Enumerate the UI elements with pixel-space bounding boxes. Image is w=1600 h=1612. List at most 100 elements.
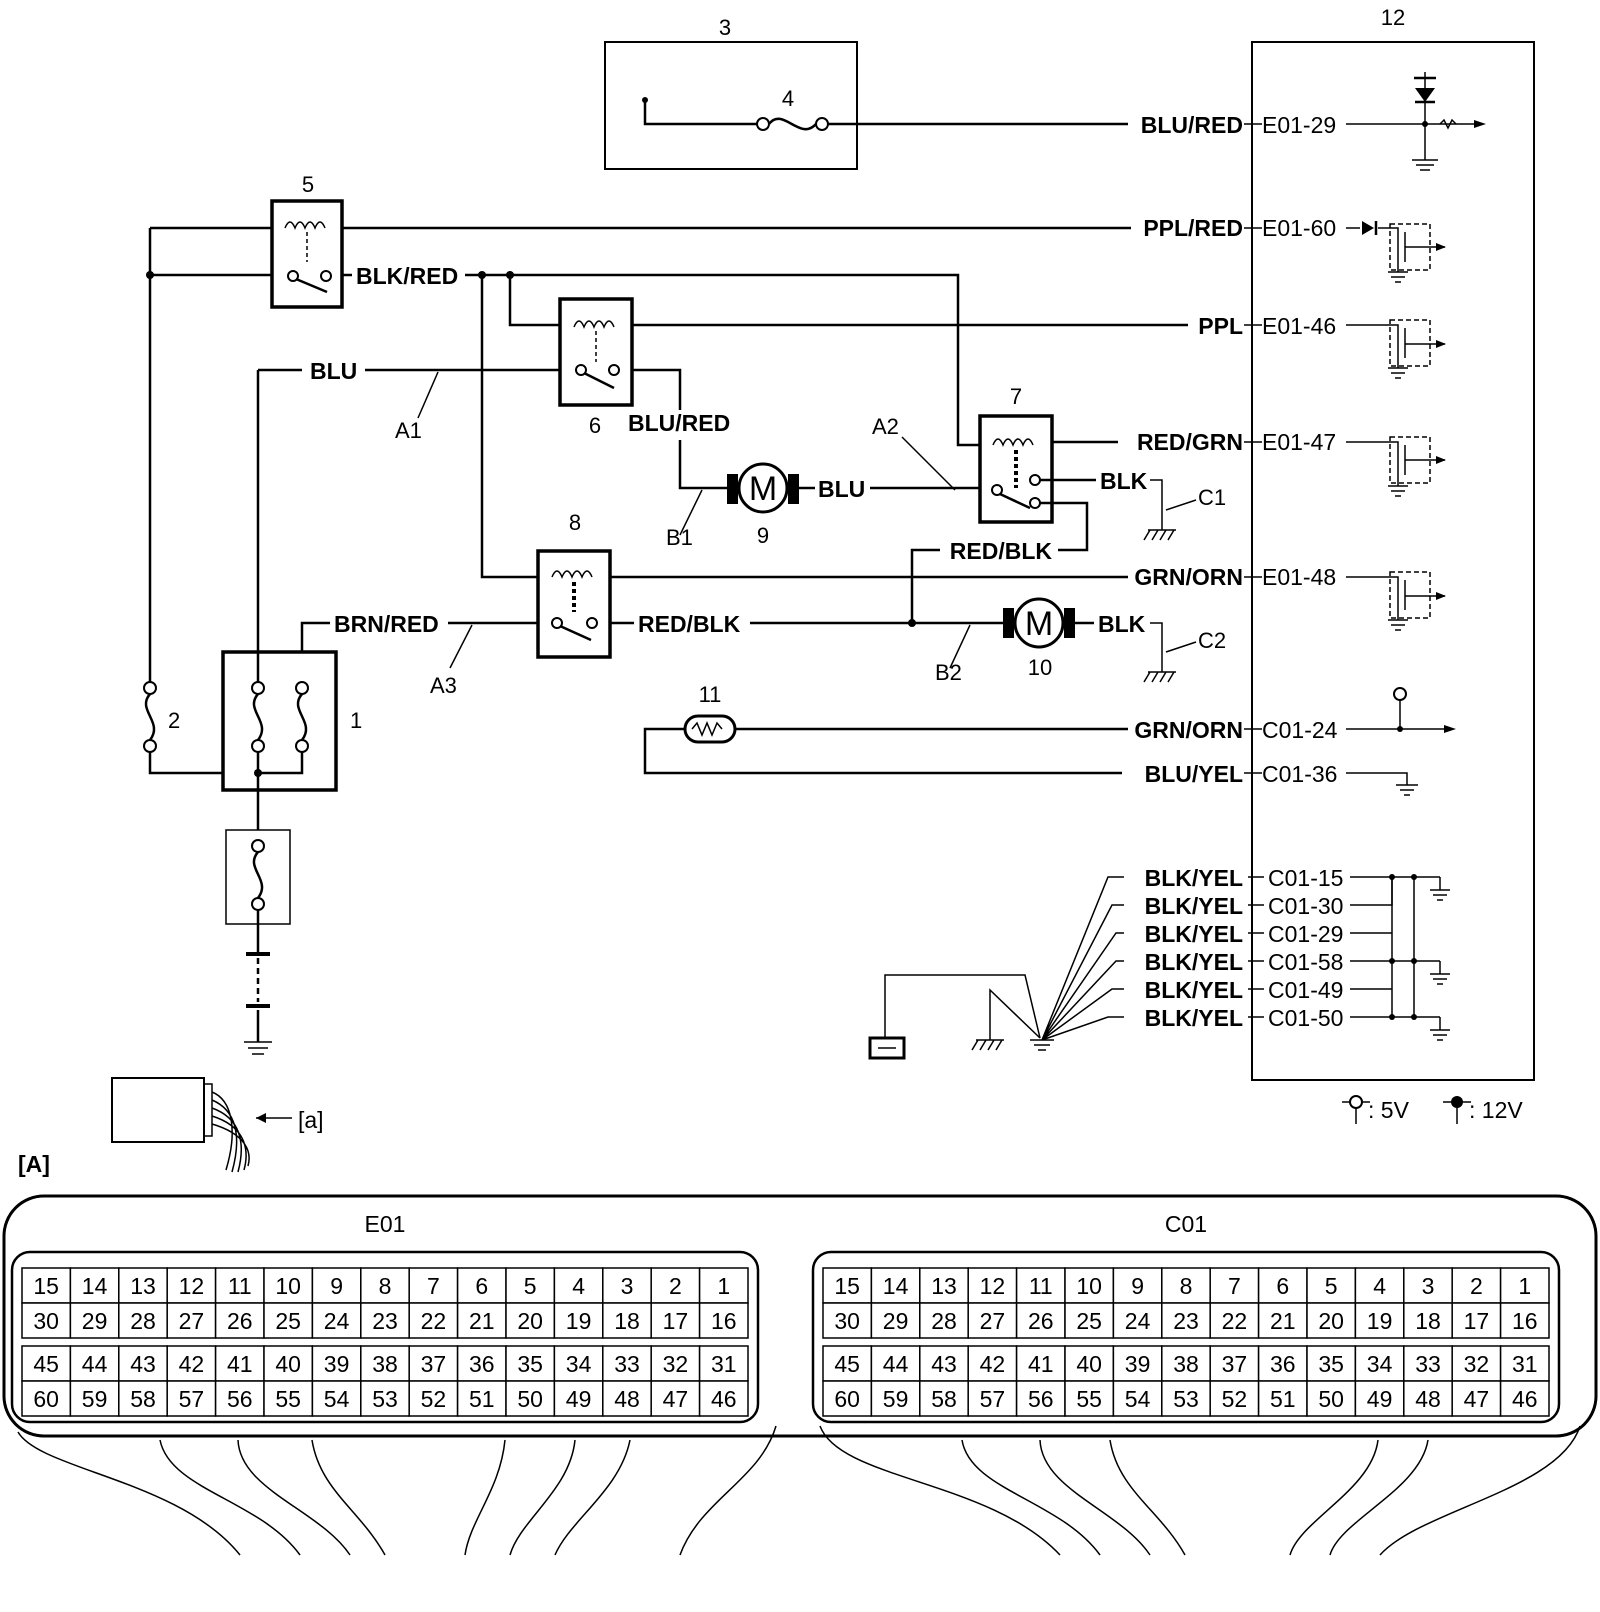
ground-bundle: BLK/YEL BLK/YEL BLK/YEL BLK/YEL BLK/YEL … <box>868 865 1450 1060</box>
pin-number: 37 <box>421 1351 447 1377</box>
pin-number: 2 <box>1470 1273 1483 1299</box>
pin-number: 60 <box>33 1386 59 1412</box>
component-number-4: 4 <box>782 86 794 111</box>
pin-number: 32 <box>1464 1351 1490 1377</box>
pin-cell <box>870 1302 921 1339</box>
terminal-e01-29: E01-29 <box>1262 112 1336 138</box>
pin-number: 36 <box>469 1351 495 1377</box>
legend-5v: : 5V <box>1368 1097 1410 1123</box>
pin-number: 6 <box>475 1273 488 1299</box>
pin-number: 8 <box>379 1273 392 1299</box>
pin-cell <box>650 1302 701 1339</box>
pin-number: 30 <box>834 1308 860 1334</box>
pin-number: 18 <box>1415 1308 1441 1334</box>
pin-number: 26 <box>227 1308 253 1334</box>
component-number-1: 1 <box>350 708 362 733</box>
pin-number: 53 <box>1173 1386 1199 1412</box>
pin-number: 30 <box>33 1308 59 1334</box>
pin-number: 55 <box>1076 1386 1102 1412</box>
legend: : 5V : 12V <box>1342 1095 1523 1124</box>
pin-cell <box>69 1345 120 1382</box>
pin-number: 48 <box>1415 1386 1441 1412</box>
pin-number: 39 <box>324 1351 350 1377</box>
pin-number: 50 <box>1318 1386 1344 1412</box>
pin-number: 29 <box>82 1308 108 1334</box>
pin-cell <box>650 1267 701 1304</box>
pin-cell <box>1015 1380 1066 1417</box>
pin-number: 35 <box>517 1351 543 1377</box>
pin-cell <box>698 1267 749 1304</box>
pin-number: 58 <box>931 1386 957 1412</box>
pin-cell <box>311 1345 362 1382</box>
pin-number: 55 <box>275 1386 301 1412</box>
pin-cell <box>967 1302 1018 1339</box>
wire-label-blk-yel-5: BLK/YEL <box>1145 977 1243 1003</box>
connector-view-label: [A] <box>18 1151 50 1177</box>
pin-cell <box>311 1302 362 1339</box>
pin-number: 10 <box>275 1273 301 1299</box>
pin-number: 31 <box>1512 1351 1538 1377</box>
output-driver-e01-60 <box>1378 223 1446 283</box>
pin-number: 20 <box>1318 1308 1344 1334</box>
pin-number: 1 <box>717 1273 730 1299</box>
pin-cell <box>166 1302 217 1339</box>
pin-cell <box>1064 1302 1115 1339</box>
pin-cell <box>650 1345 701 1382</box>
pin-cell <box>1257 1302 1308 1339</box>
pin-number: 54 <box>324 1386 350 1412</box>
wire-label-blu-mid: BLU <box>818 476 865 502</box>
pin-number: 8 <box>1180 1273 1193 1299</box>
wire-label-red-grn: RED/GRN <box>1137 429 1243 455</box>
pin-number: 45 <box>834 1351 860 1377</box>
terminal-c01-58: C01-58 <box>1268 949 1343 975</box>
pin-number: 6 <box>1276 1273 1289 1299</box>
pin-number: 10 <box>1076 1273 1102 1299</box>
pin-cell <box>1451 1267 1502 1304</box>
pin-cell <box>1015 1267 1066 1304</box>
component-number-12: 12 <box>1381 5 1405 30</box>
wire-label-red-blk-lower: RED/BLK <box>638 611 741 637</box>
pin-number: 16 <box>1512 1308 1538 1334</box>
pin-cell <box>822 1267 873 1304</box>
pin-cell <box>1451 1380 1502 1417</box>
pin-cell <box>870 1380 921 1417</box>
pin-cell <box>360 1380 410 1417</box>
main-fuse <box>225 829 291 925</box>
pin-number: 7 <box>427 1273 440 1299</box>
pin-number: 36 <box>1270 1351 1296 1377</box>
pin-cell <box>1161 1380 1211 1417</box>
pin-cell <box>1403 1302 1453 1339</box>
pin-cell <box>1403 1267 1453 1304</box>
pin-number: 34 <box>1367 1351 1393 1377</box>
pin-number: 59 <box>82 1386 108 1412</box>
pin-number: 12 <box>980 1273 1006 1299</box>
pin-cell <box>1403 1380 1453 1417</box>
pin-cell <box>214 1302 265 1339</box>
pin-number: 15 <box>834 1273 860 1299</box>
pin-number: 60 <box>834 1386 860 1412</box>
pin-number: 22 <box>1222 1308 1248 1334</box>
wire-label-brn-red: BRN/RED <box>334 611 439 637</box>
pin-number: 53 <box>372 1386 398 1412</box>
marker-b2: B2 <box>935 660 962 685</box>
pin-cell <box>698 1380 749 1417</box>
pin-cell <box>408 1380 459 1417</box>
pin-cell <box>456 1345 507 1382</box>
pin-cell <box>919 1302 969 1339</box>
pin-cell <box>698 1302 749 1339</box>
pin-number: 5 <box>524 1273 537 1299</box>
pin-cell <box>505 1380 556 1417</box>
pin-cell <box>408 1345 459 1382</box>
pin-cell <box>1403 1345 1453 1382</box>
pin-number: 47 <box>1464 1386 1490 1412</box>
harness-note-a: [a] <box>298 1107 324 1133</box>
pin-number: 41 <box>227 1351 253 1377</box>
relay-8: 8 <box>536 510 612 659</box>
pin-number: 42 <box>179 1351 205 1377</box>
terminal-c01-15: C01-15 <box>1268 865 1343 891</box>
pin-number: 44 <box>82 1351 108 1377</box>
terminal-e01-47: E01-47 <box>1262 429 1336 455</box>
output-driver-e01-48 <box>1346 571 1446 631</box>
